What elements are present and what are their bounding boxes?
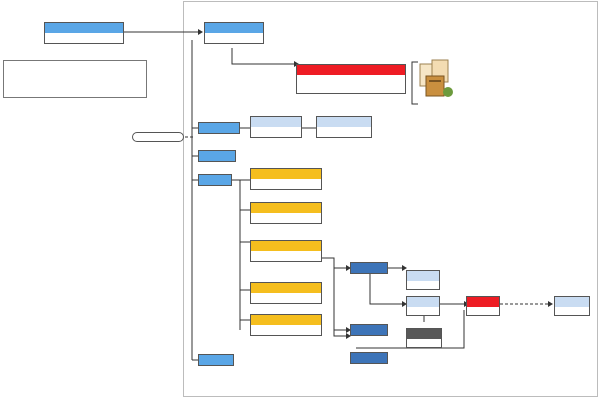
project-group-sub (251, 127, 301, 137)
group-members-sub (317, 127, 371, 137)
task-box (466, 296, 500, 316)
level1-plan-box-2 (350, 324, 388, 336)
project-team-box (198, 122, 240, 134)
stage-desc (251, 213, 321, 223)
stage-box-3 (250, 240, 322, 262)
project-group-box (250, 116, 302, 138)
group-members-box (316, 116, 372, 138)
template-desc (45, 33, 123, 43)
level1-plan-box-3 (350, 352, 388, 364)
deliverable-sub (555, 307, 589, 315)
deliverable-title (555, 297, 589, 307)
stage-box-2 (250, 202, 322, 224)
output-doc-title (297, 65, 405, 75)
documents-icon (419, 59, 453, 97)
stage-title (251, 283, 321, 293)
main-project-sub (205, 33, 263, 43)
stage-desc (251, 179, 321, 189)
level1-plan-box-1 (350, 262, 388, 274)
subplan-title (407, 271, 439, 281)
stage-box-4 (250, 282, 322, 304)
output-control-title (407, 329, 441, 339)
main-project-box (204, 22, 264, 44)
stage-title (251, 169, 321, 179)
output-doc-desc (297, 75, 405, 93)
project-calendar-box (198, 354, 234, 366)
task-sub (467, 307, 499, 315)
group-members-title (317, 117, 371, 127)
diagram-frame (183, 1, 598, 397)
template-title (45, 23, 123, 33)
stage-desc (251, 293, 321, 303)
stage-desc (251, 325, 321, 335)
deliverable-box (554, 296, 590, 316)
stage-box-1 (250, 168, 322, 190)
output-doc-box (296, 64, 406, 94)
main-project-title (205, 23, 263, 33)
subplan-box-1 (406, 270, 440, 290)
project-group-title (251, 117, 301, 127)
subplan-sub (407, 281, 439, 289)
subplan-sub (407, 307, 439, 315)
project-manager-box (198, 150, 236, 162)
project-plan-box (198, 174, 232, 186)
stage-desc (251, 251, 321, 261)
stage-title (251, 315, 321, 325)
task-title (467, 297, 499, 307)
assist-management-tag (132, 132, 184, 142)
stage-title (251, 241, 321, 251)
stage-box-5 (250, 314, 322, 336)
output-control-box (406, 328, 442, 348)
stage-title (251, 203, 321, 213)
subplan-title (407, 297, 439, 307)
subplan-box-2 (406, 296, 440, 316)
template-box (44, 22, 124, 44)
notes-box (3, 60, 147, 98)
output-control-sub (407, 339, 441, 347)
